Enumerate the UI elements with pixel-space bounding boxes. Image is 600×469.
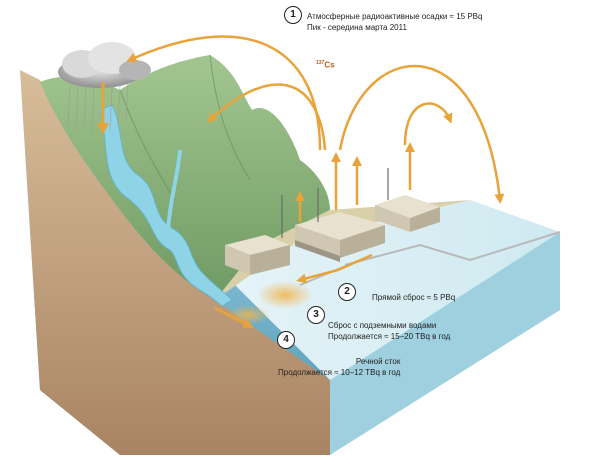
discharge-arrows <box>214 253 373 328</box>
nuclear-plant <box>225 168 561 286</box>
fallout-arcs <box>126 35 505 204</box>
tributary <box>166 149 182 231</box>
reactor-building-3 <box>375 195 440 232</box>
annotation-3-line2: Продолжается ≈ 15–20 TBq в год <box>328 332 451 341</box>
direct-discharge-arrow <box>296 253 373 284</box>
annotation-2-text: Прямой сброс ≈ 5 PBq <box>372 292 455 303</box>
annotation-1-line1: Атмосферные радиоактивные осадки ≈ 15 PB… <box>307 12 483 21</box>
rain-cloud <box>58 42 151 135</box>
soil-cross-section <box>20 70 330 455</box>
isotope-mass: 137 <box>316 60 325 66</box>
river <box>99 104 233 307</box>
annotation-1-text: Атмосферные радиоактивные осадки ≈ 15 PB… <box>307 11 482 33</box>
exhaust-stacks <box>281 168 389 238</box>
emission-arrows <box>295 142 415 222</box>
arc-to-hill <box>207 83 327 151</box>
arc-far-sea <box>403 102 453 146</box>
annotation-4-line2: Продолжается ≈ 10–12 TBq в год <box>278 368 401 377</box>
annotation-2-badge: 2 <box>338 283 356 301</box>
groundwater-glow <box>226 305 270 325</box>
river-runoff-arrow <box>214 306 254 328</box>
annotation-1-badge: 1 <box>284 6 302 24</box>
rain-streaks <box>67 83 129 133</box>
annotation-2-line1: Прямой сброс ≈ 5 PBq <box>372 293 456 302</box>
reactor-building-1 <box>225 235 290 275</box>
isotope-symbol: Cs <box>324 60 335 70</box>
annotation-3-line1: Сброс с подземными водами <box>328 321 437 330</box>
annotation-3-badge: 3 <box>307 306 325 324</box>
annotation-4-text: Речной сток Продолжается ≈ 10–12 TBq в г… <box>278 356 400 378</box>
direct-discharge-glow <box>257 281 313 309</box>
sea-right-face <box>330 232 560 455</box>
annotation-3-text: Сброс с подземными водами Продолжается ≈… <box>328 320 450 342</box>
annotation-4-line1: Речной сток <box>355 357 401 366</box>
arc-to-sea <box>338 64 505 204</box>
annotation-4-badge: 4 <box>277 331 295 349</box>
isotope-label: 137Cs <box>316 60 335 70</box>
turbine-hall <box>295 240 340 262</box>
ridge-line <box>119 54 251 201</box>
annotation-1-line2: Пик - середина марта 2011 <box>307 23 407 32</box>
